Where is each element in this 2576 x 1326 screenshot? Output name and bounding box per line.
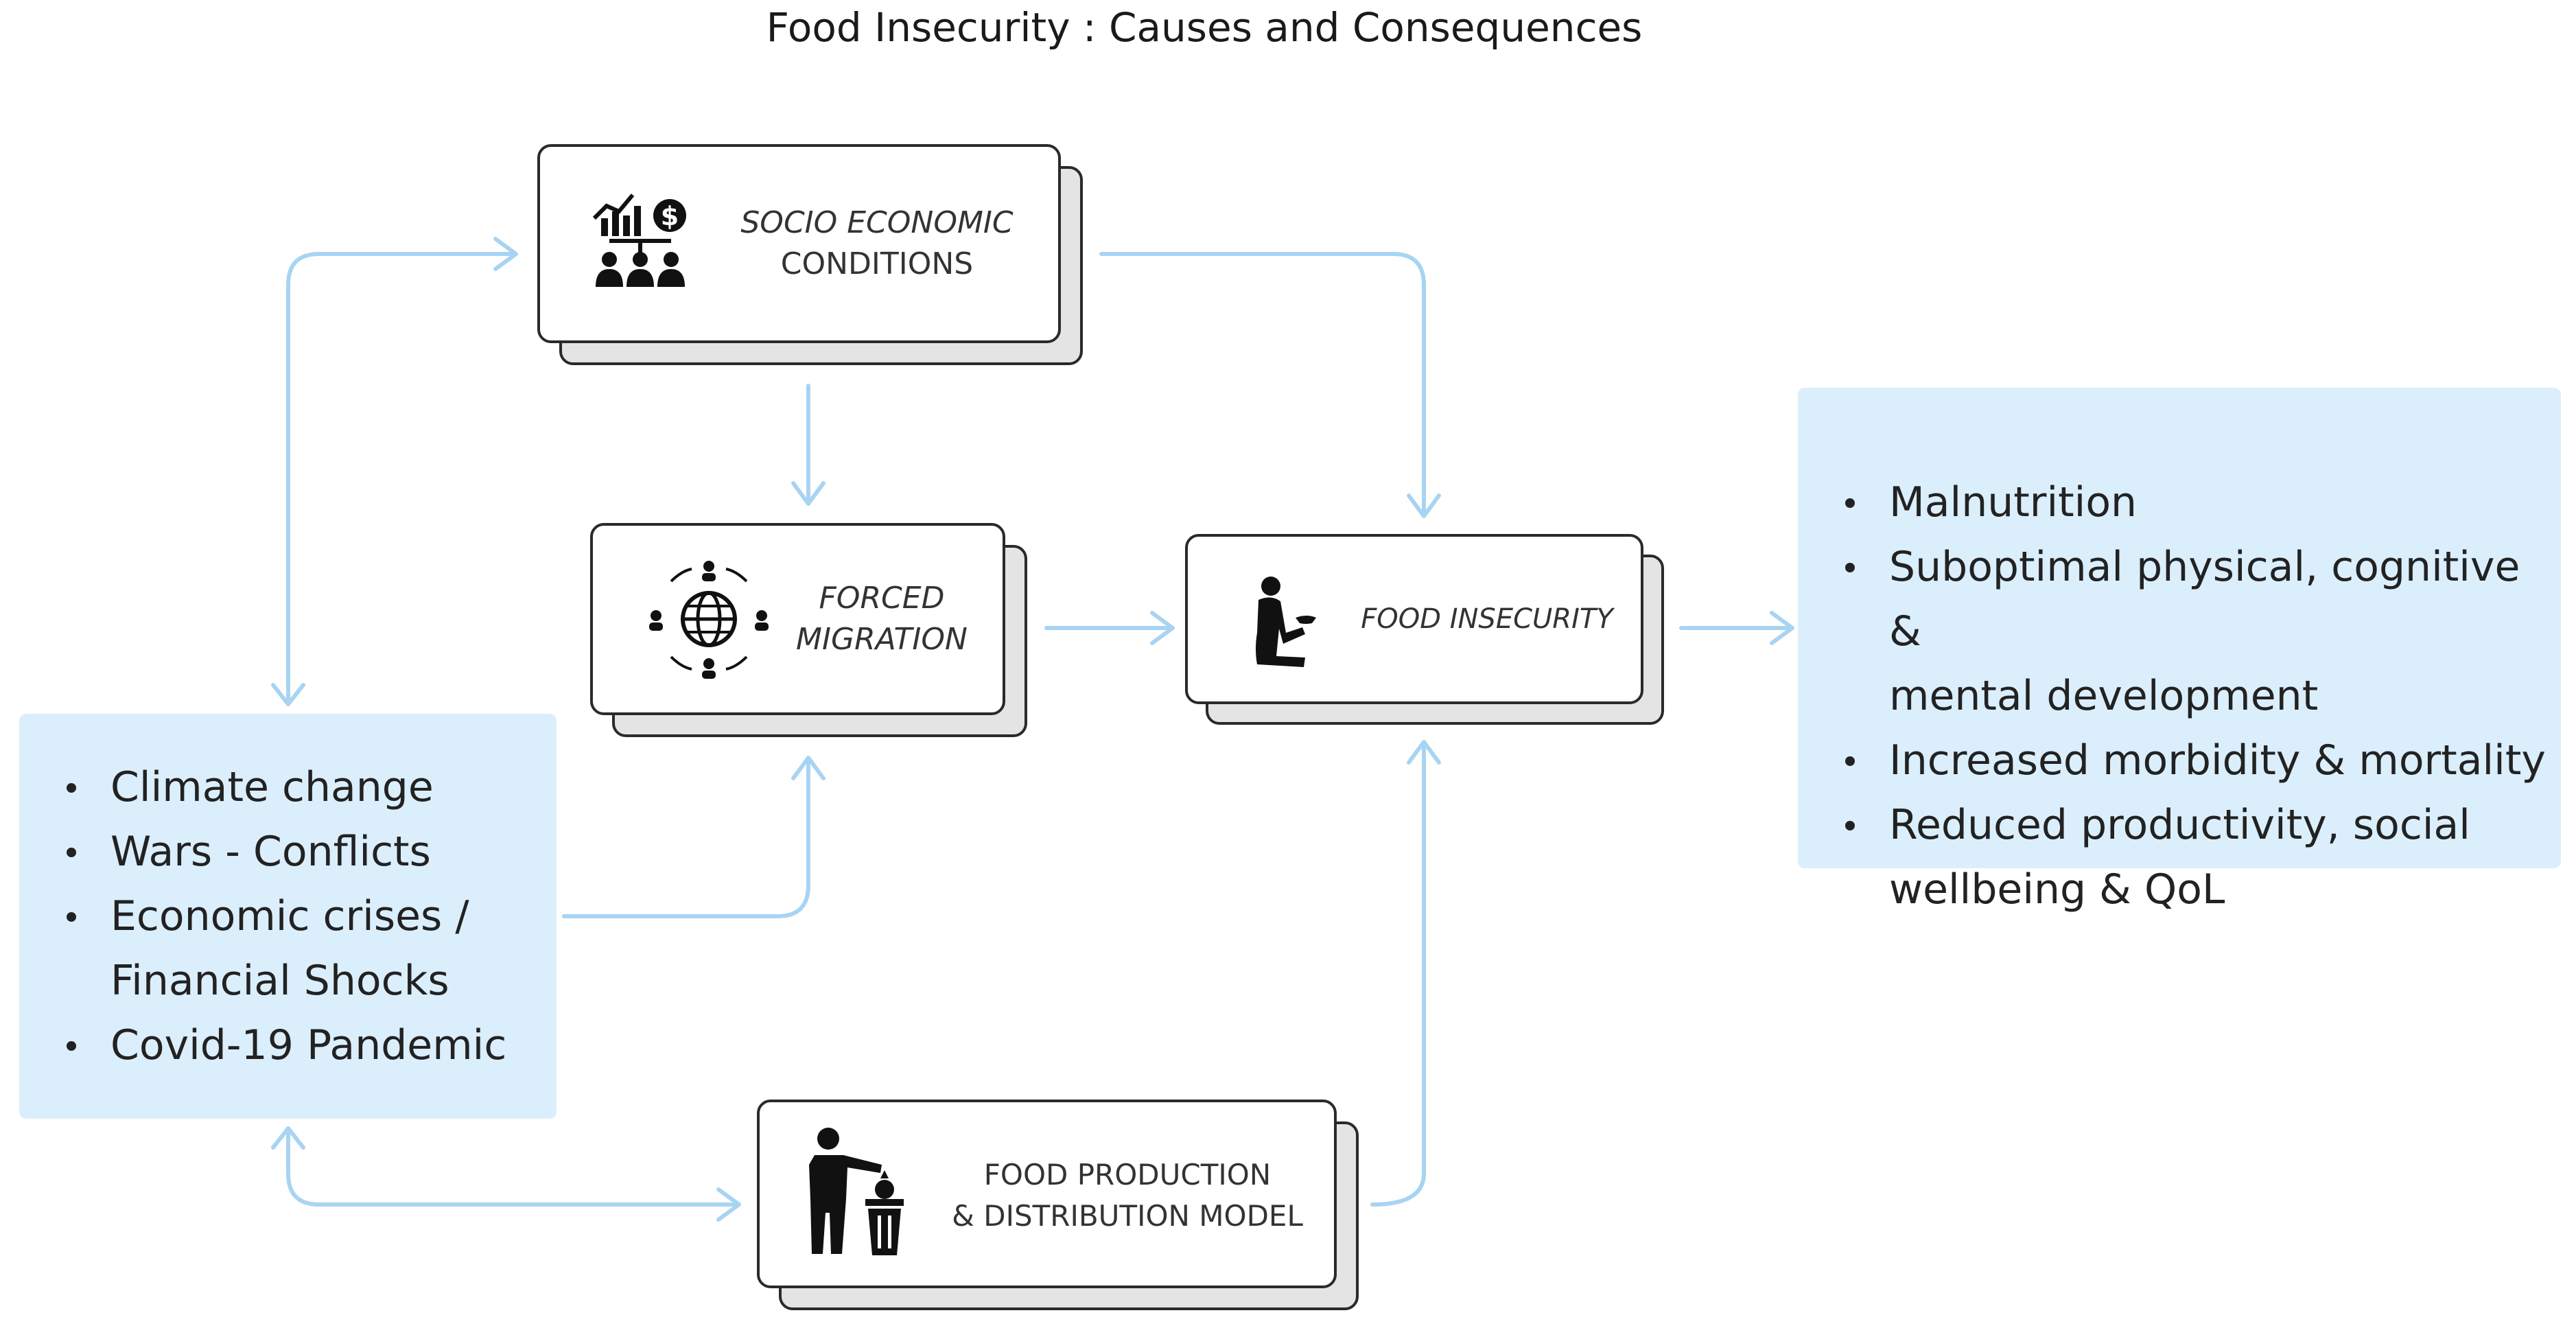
cause-text: Climate change [110, 763, 434, 811]
node-forced-migration-label: FORCED MIGRATION [779, 578, 985, 660]
node-socio-economic: $ SOCIO ECONOMIC CONDITIONS [537, 144, 1086, 367]
consequence-text: Suboptimal physical, cognitive & [1889, 543, 2520, 655]
arrowhead-migration-top [791, 481, 826, 506]
node-forced-migration: FORCED MIGRATION [590, 523, 1029, 739]
node-food-production: FOOD PRODUCTION & DISTRIBUTION MODEL [757, 1100, 1361, 1312]
list-item: Economic crises / Financial Shocks [67, 884, 557, 1013]
arrowhead-socio-in [493, 237, 518, 271]
label-line2: & DISTRIBUTION MODEL [952, 1199, 1303, 1233]
label-line1: FOOD PRODUCTION [983, 1158, 1272, 1191]
list-item: Suboptimal physical, cognitive & mental … [1845, 535, 2561, 728]
waste-bin-person-icon [809, 1128, 904, 1255]
arrowhead-foodinsecurity-top [1407, 493, 1441, 518]
list-item: Reduced productivity, social wellbeing &… [1845, 793, 2561, 922]
list-item: Wars - Conflicts [67, 819, 557, 884]
arrow-socio-foodinsecurity [1099, 252, 1426, 515]
card-face [757, 1100, 1337, 1288]
causes-box: Climate change Wars - Conflicts Economic… [19, 714, 557, 1119]
diagram-title: Food Insecurity : Causes and Consequence… [766, 4, 1643, 51]
list-item: Malnutrition [1845, 470, 2561, 535]
consequence-text: Reduced productivity, social [1889, 801, 2470, 849]
arrowhead-migration-bottom [791, 756, 826, 780]
svg-text:$: $ [661, 201, 679, 231]
cause-text: Covid-19 Pandemic [110, 1021, 507, 1069]
arrowhead-consequences [1770, 611, 1794, 645]
label-line2: MIGRATION [796, 622, 968, 657]
list-item: Increased morbidity & mortality [1845, 728, 2561, 793]
arrow-causes-migration [562, 760, 810, 918]
node-food-insecurity: FOOD INSECURITY [1185, 534, 1665, 726]
globe-people-icon [649, 561, 769, 679]
begging-person-icon [1256, 577, 1316, 667]
consequences-box: Malnutrition Suboptimal physical, cognit… [1798, 388, 2561, 914]
list-item: Climate change [67, 755, 557, 819]
arrow-production-foodinsecurity [1370, 743, 1426, 1207]
consequences-list: Malnutrition Suboptimal physical, cognit… [1845, 470, 2561, 922]
arrow-causes-production [286, 1130, 740, 1207]
consequence-text: Malnutrition [1889, 478, 2138, 526]
node-food-insecurity-label: FOOD INSECURITY [1343, 598, 1631, 640]
causes-list: Climate change Wars - Conflicts Economic… [67, 755, 557, 1078]
arrowhead-foodinsecurity-bottom [1407, 740, 1441, 765]
cause-text: Economic crises / [110, 892, 469, 940]
label-line1: FORCED [819, 581, 945, 616]
arrowhead-causes-up [271, 1126, 305, 1150]
socio-economic-icon: $ [592, 194, 686, 287]
list-item: Covid-19 Pandemic [67, 1013, 557, 1078]
arrowhead-foodinsecurity-left [1150, 611, 1175, 645]
consequence-text-cont: mental development [1889, 672, 2319, 720]
arrowhead-causes-down [271, 683, 305, 706]
card-face [537, 144, 1061, 343]
arrowhead-production-left [716, 1187, 741, 1222]
consequence-text-cont: wellbeing & QoL [1889, 865, 2225, 914]
node-food-production-label: FOOD PRODUCTION & DISTRIBUTION MODEL [939, 1154, 1316, 1237]
label-line1: FOOD INSECURITY [1361, 603, 1613, 635]
label-line1: SOCIO ECONOMIC [740, 205, 1014, 240]
node-socio-economic-label: SOCIO ECONOMIC CONDITIONS [719, 202, 1035, 285]
label-line2: CONDITIONS [780, 246, 974, 281]
consequence-text: Increased morbidity & mortality [1889, 736, 2546, 784]
cause-text-cont: Financial Shocks [110, 957, 449, 1005]
arrow-causes-socio [286, 252, 517, 702]
cause-text: Wars - Conflicts [110, 828, 431, 876]
